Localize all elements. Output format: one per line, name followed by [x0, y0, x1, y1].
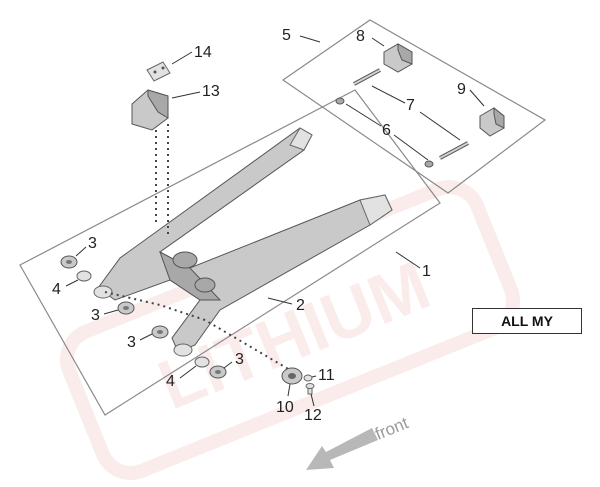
callout-10: 10 [276, 399, 294, 416]
plate-part-14 [146, 61, 171, 82]
small-nut-part-11 [303, 374, 313, 382]
callout-13: 13 [202, 83, 220, 100]
callout-12: 12 [304, 407, 322, 424]
alignment-line-bracket [155, 124, 169, 235]
washer-part-4b [194, 356, 210, 368]
spacer-part-3a [60, 255, 78, 269]
bracket-part-13 [131, 89, 169, 131]
model-year-badge: ALL MY [472, 308, 582, 334]
nut-part-6-lower [424, 160, 434, 168]
front-label: front [372, 413, 411, 443]
block-part-9 [479, 106, 505, 137]
spacer-part-3d [209, 365, 227, 379]
callout-8: 8 [356, 28, 365, 45]
callout-7: 7 [406, 97, 415, 114]
nut-part-6-upper [335, 97, 345, 105]
leader-lines [65, 35, 485, 407]
callout-3-d: 3 [235, 351, 244, 368]
callout-14: 14 [194, 44, 212, 61]
swingarm-assembly-box [19, 89, 441, 416]
spacer-part-3b [117, 301, 135, 315]
bolt-part-7-upper [353, 68, 381, 86]
callout-1: 1 [422, 263, 431, 280]
bolt-part-7-lower [439, 141, 469, 160]
pivot-nut-part-10 [281, 367, 303, 385]
callout-3-c: 3 [127, 334, 136, 351]
callout-3-b: 3 [91, 307, 100, 324]
screw-part-12 [305, 383, 315, 395]
callout-2: 2 [296, 297, 305, 314]
washer-part-4a [76, 270, 92, 282]
callout-4-b: 4 [166, 373, 175, 390]
callout-4-a: 4 [52, 281, 61, 298]
block-part-8 [383, 43, 413, 73]
callout-5: 5 [282, 27, 291, 44]
watermark-logo: LITHIUM [59, 180, 521, 480]
callout-3-a: 3 [88, 235, 97, 252]
spacer-part-3c [151, 325, 169, 339]
callout-6: 6 [382, 122, 391, 139]
callout-9: 9 [457, 81, 466, 98]
bolt-kit-box [281, 19, 547, 194]
swingarm-body [93, 127, 393, 357]
callout-11: 11 [318, 367, 335, 384]
